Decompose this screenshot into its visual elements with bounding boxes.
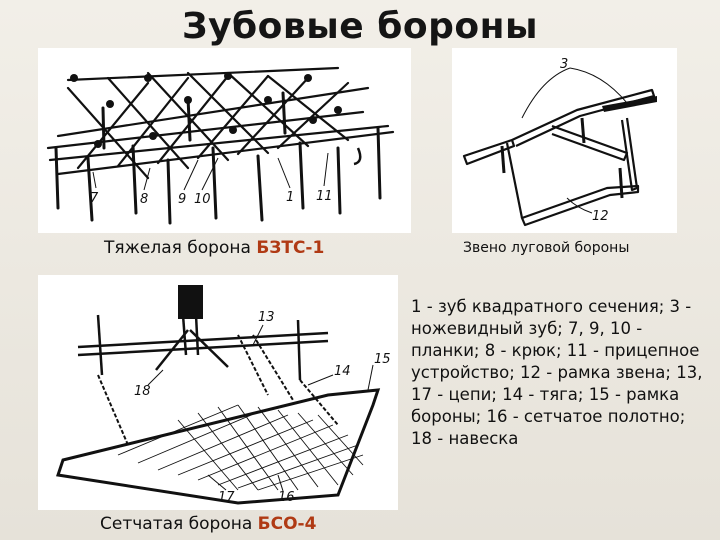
heavy-number-7: 7 <box>90 191 99 206</box>
heavy-harrow-figure: 7 8 9 10 1 11 <box>38 48 411 233</box>
mesh-number-14: 14 <box>334 364 351 379</box>
meadow-number-3: 3 <box>560 57 568 72</box>
meadow-harrow-drawing: 3 12 <box>462 57 657 227</box>
parts-legend: 1 - зуб квадратного сечения; 3 - ножевид… <box>411 297 703 448</box>
mesh-number-16: 16 <box>278 490 295 505</box>
mesh-number-15: 15 <box>374 352 391 367</box>
mesh-harrow-figure: 13 14 15 18 17 16 <box>38 275 398 510</box>
mesh-number-17: 17 <box>218 490 235 505</box>
mesh-number-18: 18 <box>134 384 151 399</box>
mesh-harrow-caption-text: Сетчатая борона <box>100 514 258 534</box>
slide-title: Зубовые бороны <box>182 6 538 47</box>
mesh-harrow-drawing: 13 14 15 18 17 16 <box>56 285 391 505</box>
heavy-harrow-drawing: 7 8 9 10 1 11 <box>46 66 395 225</box>
heavy-harrow-caption: Тяжелая борона БЗТС-1 <box>104 238 324 258</box>
mesh-number-13: 13 <box>258 310 275 325</box>
heavy-number-8: 8 <box>140 192 148 207</box>
heavy-harrow-caption-text: Тяжелая борона <box>104 238 257 258</box>
mesh-harrow-caption: Сетчатая борона БСО-4 <box>100 514 316 534</box>
mesh-harrow-model: БСО-4 <box>257 514 317 534</box>
heavy-number-1: 1 <box>286 190 294 205</box>
heavy-number-9: 9 <box>178 192 186 207</box>
meadow-number-12: 12 <box>592 209 609 224</box>
heavy-number-10: 10 <box>194 192 211 207</box>
heavy-harrow-model: БЗТС-1 <box>256 238 325 258</box>
heavy-number-11: 11 <box>316 189 333 204</box>
meadow-harrow-caption: Звено луговой бороны <box>463 240 630 256</box>
meadow-harrow-figure: 3 12 <box>452 48 677 233</box>
